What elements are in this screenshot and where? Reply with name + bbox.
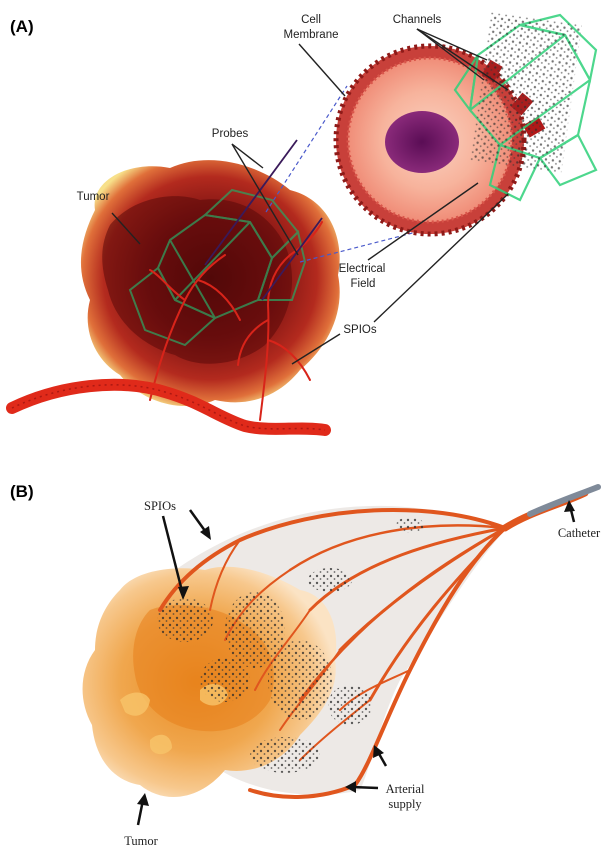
- spios-label-b: SPIOs: [144, 499, 176, 513]
- spio-cluster-cell: [470, 12, 582, 173]
- panel-a-label: (A): [10, 17, 34, 36]
- catheter: [530, 487, 598, 514]
- cell-membrane-label-1: Cell: [301, 14, 321, 26]
- arterial-supply-label-1: Arterial: [386, 782, 425, 796]
- tumor-label-b: Tumor: [124, 834, 158, 848]
- probes-label: Probes: [212, 128, 249, 140]
- electrical-field-label-1: Electrical: [339, 263, 386, 275]
- cell-membrane-label-2: Membrane: [284, 29, 339, 41]
- catheter-label: Catheter: [558, 526, 601, 540]
- channels-label: Channels: [393, 14, 442, 26]
- arterial-supply-label-2: supply: [388, 797, 422, 811]
- cell-membrane-pointer: [299, 44, 345, 96]
- spios-label-a: SPIOs: [343, 324, 376, 336]
- nucleus: [385, 111, 459, 173]
- panel-b-label: (B): [10, 482, 34, 501]
- zoom-line-top: [266, 86, 347, 212]
- electrical-field-label-2: Field: [351, 278, 376, 290]
- tumor-arrowhead-b: [137, 793, 149, 806]
- tumor-label-a: Tumor: [77, 191, 110, 203]
- arterial-arrowhead-2: [373, 745, 384, 758]
- tumor-a: [81, 160, 340, 406]
